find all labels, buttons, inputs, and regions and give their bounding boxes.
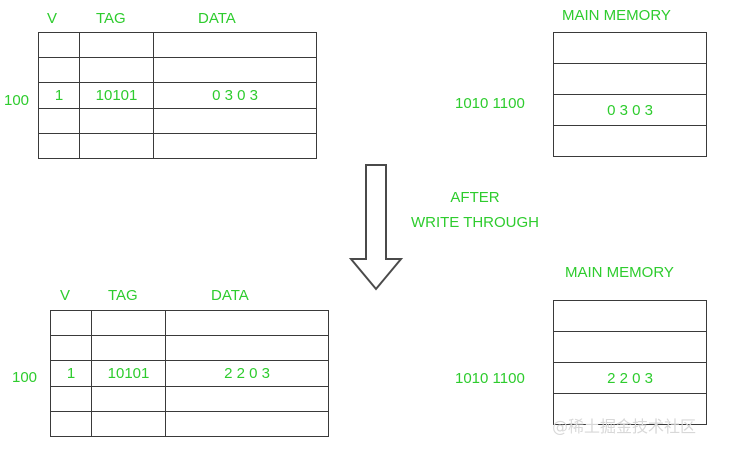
table-row	[50, 310, 329, 336]
table-row	[38, 133, 317, 159]
before-cache-index-label: 100	[4, 92, 30, 109]
cell-tag	[79, 108, 154, 134]
cell-data	[153, 57, 317, 83]
table-row-active: 0 3 0 3	[553, 94, 707, 126]
cell-data	[165, 386, 329, 412]
cell-data: 2 2 0 3	[165, 360, 329, 387]
cell-tag	[79, 133, 154, 159]
cell-data: 0 3 0 3	[153, 82, 317, 109]
before-cache-header-tag: TAG	[96, 10, 126, 27]
cell-data: 2 2 0 3	[553, 362, 707, 394]
cell-data	[153, 32, 317, 58]
after-cache-header-tag: TAG	[108, 287, 138, 304]
cell-data	[553, 300, 707, 332]
before-memory-title: MAIN MEMORY	[562, 7, 671, 24]
cell-data	[553, 63, 707, 95]
cell-valid	[38, 57, 80, 83]
cell-valid	[50, 335, 92, 361]
cell-data: 0 3 0 3	[553, 94, 707, 126]
cell-valid	[50, 310, 92, 336]
cell-tag	[91, 386, 166, 412]
table-row	[553, 393, 707, 425]
cell-data	[553, 125, 707, 157]
cell-tag	[79, 32, 154, 58]
after-cache-index-label: 100	[12, 369, 38, 386]
cell-data	[165, 411, 329, 437]
cell-tag	[91, 411, 166, 437]
cell-data	[553, 393, 707, 425]
before-memory-table: 0 3 0 3	[553, 32, 707, 157]
table-row	[50, 411, 329, 437]
cell-valid	[38, 108, 80, 134]
cell-data	[553, 331, 707, 363]
table-row	[553, 32, 707, 64]
transition-label-line-1: AFTER	[450, 189, 500, 206]
table-row	[50, 386, 329, 412]
before-memory-address-label: 1010 1100	[455, 95, 525, 112]
before-cache-table: 1 10101 0 3 0 3	[38, 32, 317, 159]
table-row-active: 1 10101 0 3 0 3	[38, 82, 317, 109]
table-row	[38, 108, 317, 134]
cell-data	[165, 335, 329, 361]
table-row	[553, 63, 707, 95]
write-through-arrow-icon	[348, 164, 404, 291]
cell-data	[153, 133, 317, 159]
cell-valid	[38, 133, 80, 159]
table-row	[553, 300, 707, 332]
cell-data	[153, 108, 317, 134]
cell-tag: 10101	[79, 82, 154, 109]
cell-tag	[91, 310, 166, 336]
table-row	[50, 335, 329, 361]
table-row	[553, 125, 707, 157]
table-row-active: 1 10101 2 2 0 3	[50, 360, 329, 387]
table-row	[553, 331, 707, 363]
after-cache-table: 1 10101 2 2 0 3	[50, 310, 329, 437]
cell-valid: 1	[50, 360, 92, 387]
cell-tag	[91, 335, 166, 361]
after-memory-address-label: 1010 1100	[455, 370, 525, 387]
cell-valid	[50, 411, 92, 437]
cell-tag	[79, 57, 154, 83]
watermark: @稀土掘金技术社区	[552, 417, 697, 436]
cell-data	[165, 310, 329, 336]
cell-valid	[50, 386, 92, 412]
cell-tag: 10101	[91, 360, 166, 387]
cell-data	[553, 32, 707, 64]
after-memory-table: 2 2 0 3	[553, 300, 707, 425]
transition-label-line-2: WRITE THROUGH	[410, 214, 540, 231]
table-row-active: 2 2 0 3	[553, 362, 707, 394]
after-cache-header-data: DATA	[211, 287, 249, 304]
before-cache-header-data: DATA	[198, 10, 236, 27]
table-row	[38, 57, 317, 83]
after-memory-title: MAIN MEMORY	[565, 264, 674, 281]
cell-valid	[38, 32, 80, 58]
table-row	[38, 32, 317, 58]
cell-valid: 1	[38, 82, 80, 109]
after-cache-header-valid: V	[60, 287, 71, 304]
before-cache-header-valid: V	[47, 10, 58, 27]
